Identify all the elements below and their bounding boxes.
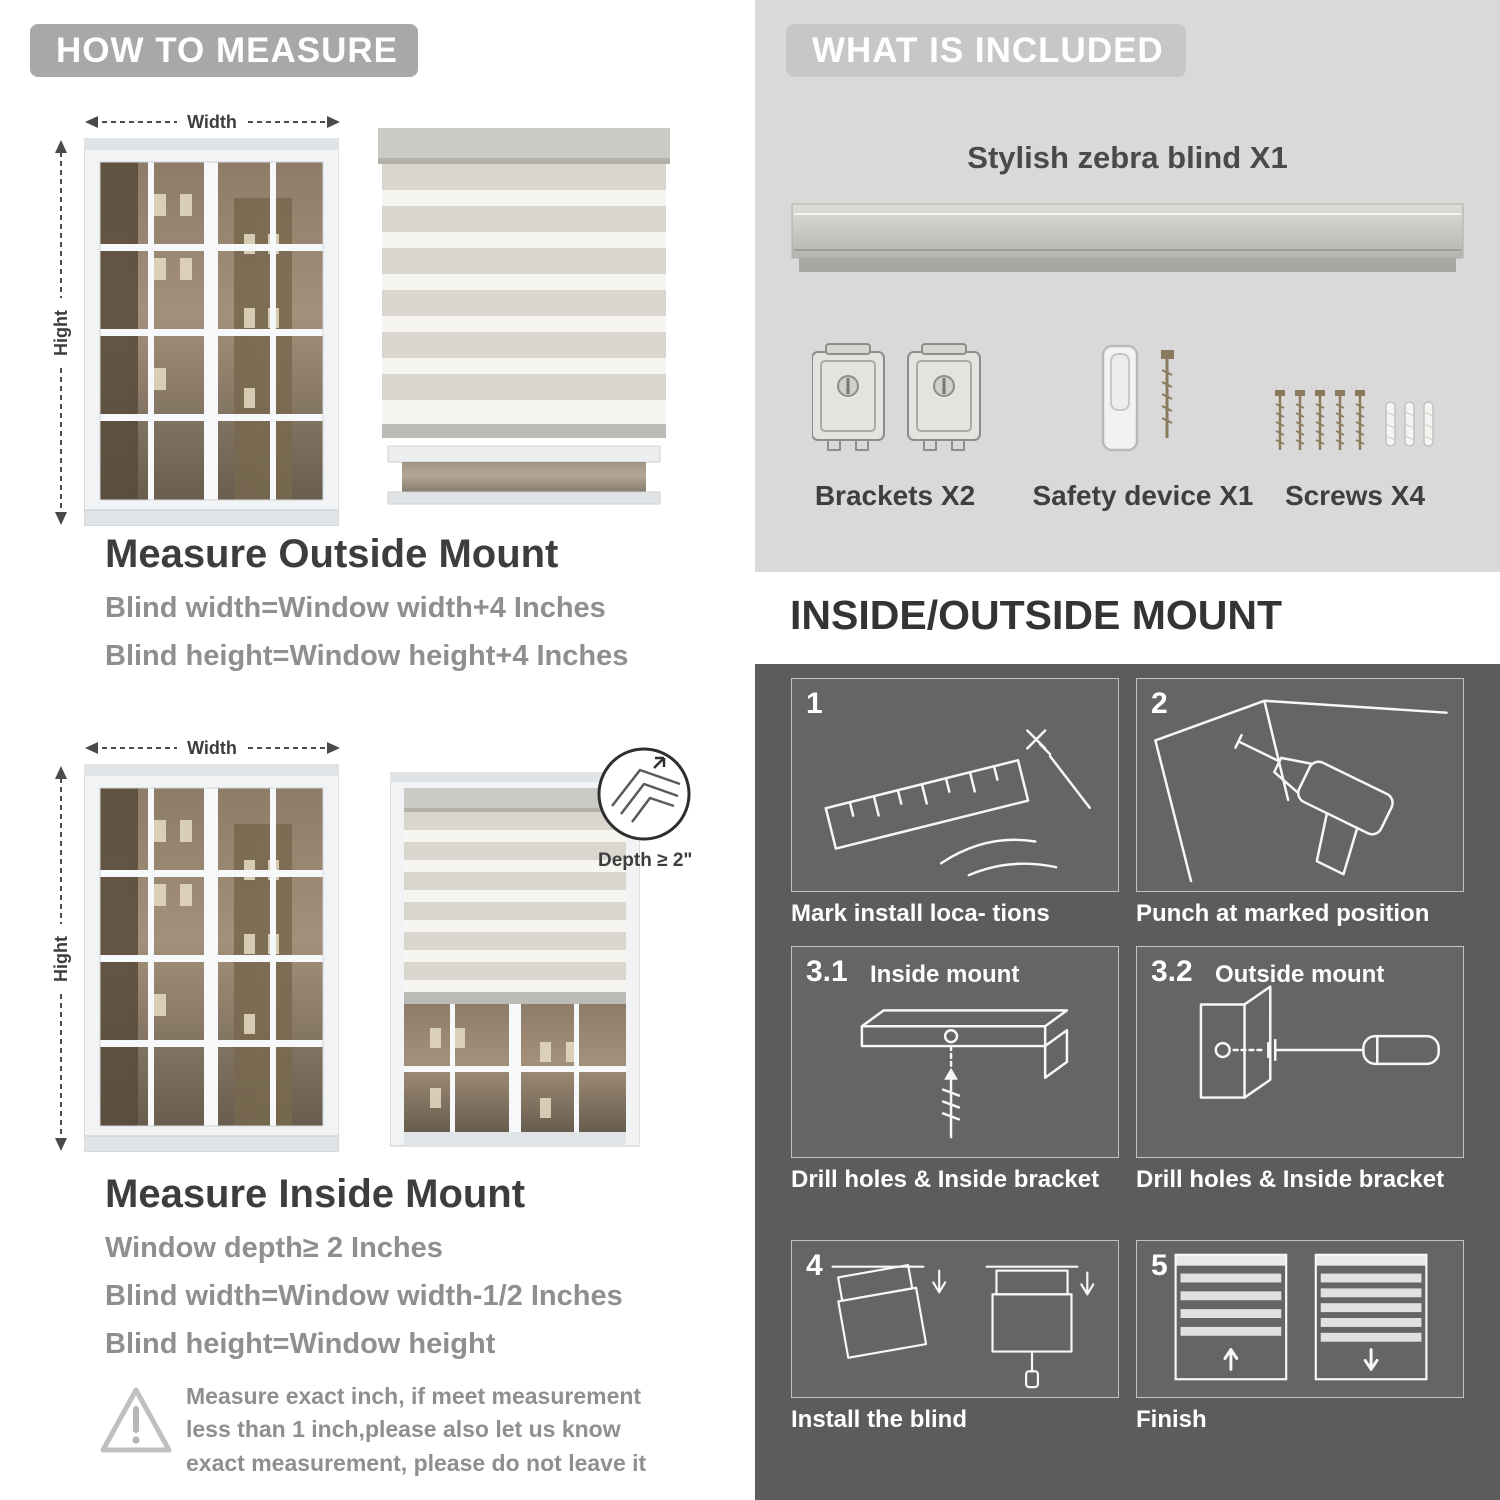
step-mount-type-label: Outside mount: [1215, 961, 1385, 988]
step-box-3-2: 3.2 Outside mount: [1136, 946, 1464, 1158]
screws-label: Screws X4: [1284, 480, 1426, 511]
mark-locations-illustration: [824, 729, 1091, 877]
brackets-icon: [812, 342, 982, 452]
depth-label: Depth ≥ 2": [598, 850, 693, 871]
safety-device-label: Safety device X1: [1032, 480, 1254, 511]
outside-rule-1: Blind width=Window width+4 Inches: [105, 592, 606, 624]
height-label: Hight: [51, 936, 71, 982]
height-arrow-icon: Hight: [51, 140, 71, 525]
inside-outside-mount-title: INSIDE/OUTSIDE MOUNT: [790, 592, 1283, 638]
step-box-5: 5: [1136, 1240, 1464, 1398]
inside-rule-1: Window depth≥ 2 Inches: [105, 1232, 443, 1264]
height-arrow-icon: Hight: [51, 766, 71, 1151]
width-arrow-icon: Width: [85, 738, 340, 758]
depth-magnifier-icon: [597, 747, 691, 841]
measure-outside-mount-title: Measure Outside Mount: [105, 532, 559, 576]
what-is-included-title: WHAT IS INCLUDED: [812, 30, 1164, 70]
step-number: 3.2: [1151, 955, 1193, 988]
step-box-1: 1: [791, 678, 1119, 892]
zebra-blind-illustration-inside: [390, 772, 640, 1147]
drill-illustration: [1154, 699, 1448, 883]
install-blind-illustration: [831, 1263, 1095, 1389]
measurement-warning-text: Measure exact inch, if meet measurement …: [186, 1383, 647, 1476]
headrail-illustration: [791, 203, 1464, 272]
step-caption-3-1: Drill holes & Inside bracket: [791, 1166, 1100, 1193]
finish-illustration: [1174, 1253, 1428, 1381]
window-illustration-outside: [84, 138, 339, 526]
step-caption-3-2: Drill holes & Inside bracket: [1136, 1166, 1445, 1193]
width-label: Width: [187, 738, 237, 758]
step-box-4: 4: [791, 1240, 1119, 1398]
warning-triangle-icon: [100, 1387, 172, 1453]
step-box-2: 2: [1136, 678, 1464, 892]
width-label: Width: [187, 112, 237, 132]
step-number: 2: [1151, 687, 1168, 720]
step-caption-2: Punch at marked position: [1136, 900, 1430, 927]
measure-inside-mount-title: Measure Inside Mount: [105, 1172, 526, 1216]
step-caption-1: Mark install loca- tions: [791, 900, 1050, 927]
what-is-included-panel: [755, 0, 1500, 572]
outside-bracket-illustration: [1199, 985, 1440, 1099]
outside-rule-2: Blind height=Window height+4 Inches: [105, 640, 629, 672]
height-label: Hight: [51, 310, 71, 356]
step-number: 4: [806, 1249, 823, 1282]
how-to-measure-banner: HOW TO MEASURE: [30, 24, 418, 77]
step-number: 1: [806, 687, 823, 720]
zebra-blind-label: Stylish zebra blind X1: [967, 140, 1288, 175]
inside-rule-3: Blind height=Window height: [105, 1328, 496, 1360]
what-is-included-banner: WHAT IS INCLUDED: [786, 24, 1186, 77]
step-number: 5: [1151, 1249, 1168, 1282]
step-caption-5: Finish: [1136, 1406, 1207, 1433]
safety-device-icon: [1101, 344, 1174, 452]
how-to-measure-title: HOW TO MEASURE: [56, 30, 398, 70]
step-box-3-1: 3.1 Inside mount: [791, 946, 1119, 1158]
width-arrow-icon: Width: [85, 112, 340, 132]
step-caption-4: Install the blind: [791, 1406, 968, 1433]
brackets-label: Brackets X2: [814, 480, 976, 511]
step-mount-type-label: Inside mount: [870, 961, 1020, 988]
inside-bracket-illustration: [860, 1009, 1069, 1139]
mount-header-band: [755, 572, 1500, 664]
zebra-blind-illustration-outside: [378, 128, 670, 505]
screws-icon: [1275, 388, 1434, 452]
inside-rule-2: Blind width=Window width-1/2 Inches: [105, 1280, 623, 1312]
window-illustration-inside: [84, 764, 339, 1152]
step-number: 3.1: [806, 955, 848, 988]
